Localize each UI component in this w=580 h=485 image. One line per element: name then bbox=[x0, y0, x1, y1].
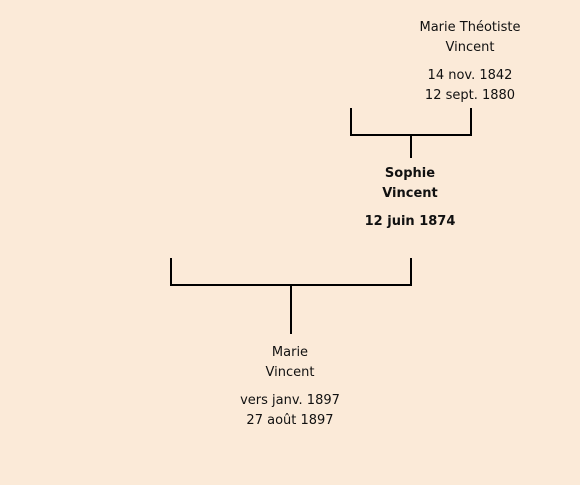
connector-stem bbox=[410, 136, 412, 158]
birth-date: vers janv. 1897 bbox=[240, 393, 340, 408]
connector-right-vertical bbox=[410, 258, 412, 286]
connector-horizontal bbox=[170, 284, 412, 286]
person-card-sophie[interactable]: Sophie Vincent 12 juin 1874 bbox=[310, 164, 510, 232]
person-first-name: Sophie bbox=[384, 166, 436, 181]
person-dates: vers janv. 1897 27 août 1897 bbox=[190, 391, 390, 431]
person-first-name: Marie bbox=[271, 345, 309, 360]
connector-left-vertical bbox=[170, 258, 172, 286]
person-dates: 14 nov. 1842 12 sept. 1880 bbox=[370, 66, 570, 106]
connector-horizontal bbox=[350, 134, 472, 136]
person-card-marie[interactable]: Marie Vincent vers janv. 1897 27 août 18… bbox=[190, 343, 390, 431]
connector-stem bbox=[290, 286, 292, 334]
birth-date: 14 nov. 1842 bbox=[427, 68, 513, 83]
person-card-marie-theotiste[interactable]: Marie Théotiste Vincent 14 nov. 1842 12 … bbox=[370, 18, 570, 106]
death-date: 12 sept. 1880 bbox=[424, 88, 516, 103]
person-dates: 12 juin 1874 bbox=[310, 212, 510, 232]
person-first-name: Marie Théotiste bbox=[419, 20, 521, 35]
person-last-name: Vincent bbox=[445, 40, 495, 55]
death-date: 27 août 1897 bbox=[246, 413, 334, 428]
connector-right-vertical bbox=[470, 108, 472, 136]
connector-left-vertical bbox=[350, 108, 352, 136]
birth-date: 12 juin 1874 bbox=[364, 214, 456, 229]
person-last-name: Vincent bbox=[265, 365, 315, 380]
person-last-name: Vincent bbox=[382, 186, 438, 201]
